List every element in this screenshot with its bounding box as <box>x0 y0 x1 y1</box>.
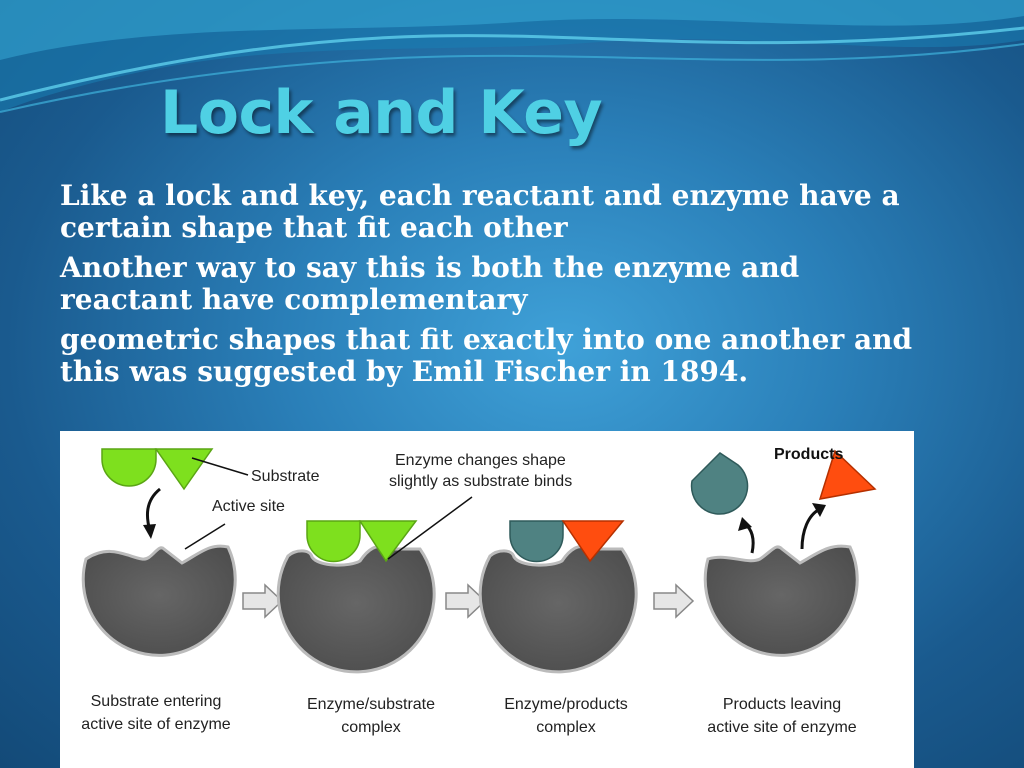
leaving-arrow-right <box>800 507 821 550</box>
caption-4-line2: active site of enzyme <box>707 719 857 736</box>
released-product-round <box>690 452 749 515</box>
stage-3-enzyme-products-complex <box>478 520 638 674</box>
caption-3-line2: complex <box>536 719 596 736</box>
caption-1-line2: active site of enzyme <box>81 716 231 733</box>
header-waves-decoration <box>0 0 1024 113</box>
stage-2-enzyme-substrate-complex: Enzyme changes shape slightly as substra… <box>276 452 572 674</box>
enzyme-changes-label-line1: Enzyme changes shape <box>395 452 566 469</box>
lock-and-key-diagram: Substrate Active site Enzyme changes sha… <box>60 431 914 768</box>
bound-products-shape <box>509 520 625 563</box>
enzyme-1 <box>81 544 237 657</box>
stage-4-products-leaving: Products <box>690 446 877 657</box>
active-site-label: Active site <box>212 498 285 515</box>
slide-title: Lock and Key <box>160 78 603 148</box>
paragraph-2: Another way to say this is both the enzy… <box>60 251 800 316</box>
caption-4-line1: Products leaving <box>723 696 841 713</box>
caption-2-line1: Enzyme/substrate <box>307 696 435 713</box>
process-arrow-3 <box>653 583 695 619</box>
caption-1-line1: Substrate entering <box>91 693 222 710</box>
products-label: Products <box>774 446 843 463</box>
substrate-shape <box>101 448 214 491</box>
substrate-label: Substrate <box>251 468 320 485</box>
enzyme-2 <box>276 545 436 674</box>
bound-substrate-shape <box>306 520 418 563</box>
paragraph-3: geometric shapes that fit exactly into o… <box>60 323 913 388</box>
caption-3-line1: Enzyme/products <box>504 696 628 713</box>
captions: Substrate entering active site of enzyme… <box>81 693 857 736</box>
enzyme-4 <box>703 544 859 657</box>
released-product-triangle <box>818 449 877 500</box>
stage-1-substrate-entering: Substrate Active site <box>81 448 320 657</box>
enzyme-changes-label-line2: slightly as substrate binds <box>389 473 572 490</box>
process-arrow-1 <box>242 583 284 619</box>
slide-body: Like a lock and key, each reactant and e… <box>60 180 940 396</box>
enzyme-3 <box>478 545 638 674</box>
paragraph-1: Like a lock and key, each reactant and e… <box>60 179 900 244</box>
caption-2-line2: complex <box>341 719 401 736</box>
process-arrow-2 <box>445 583 487 619</box>
